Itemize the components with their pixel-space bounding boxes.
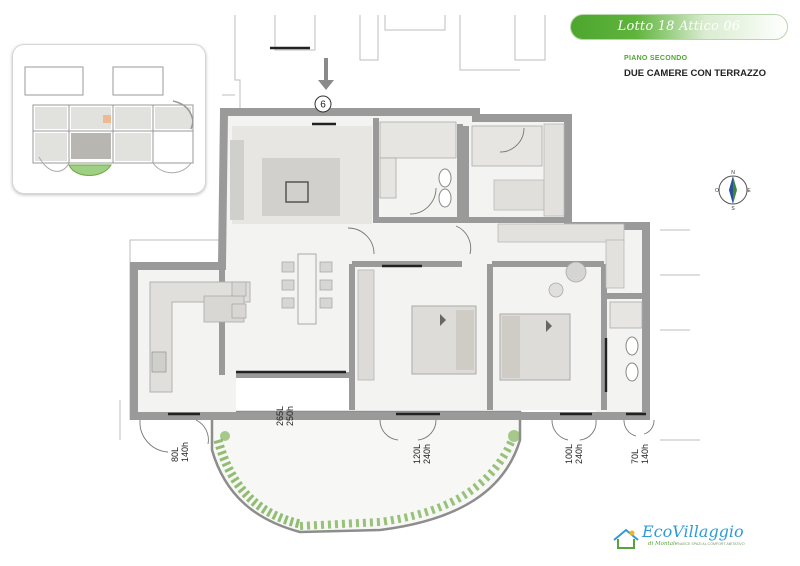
bathroom-1 [379,121,457,208]
opening-width-label: 100L [564,444,574,464]
opening-width-label: 265L [275,406,285,426]
opening-width-label: 80L [170,447,180,462]
compass-south: S [731,206,735,212]
opening-height-label: 140h [640,444,650,464]
compass-east: E [747,188,751,194]
surrounding-building-lines [119,15,700,441]
compass-west: O [715,188,719,194]
opening-height-label: 250h [285,406,295,426]
terrace [210,410,522,534]
opening-height-label: 240h [574,444,584,464]
north-arrow-icon: N E S O [715,170,751,212]
brand-name: EcoVillaggio [642,522,744,541]
windows [168,46,646,416]
entrance-number: 6 [320,100,326,111]
brand-logo: EcoVillaggio di Montale NASCE SPAZI AL C… [612,522,762,554]
key-plan-thumbnail [12,44,206,194]
opening-height-label: 140h [180,442,190,462]
house-icon [613,528,639,549]
bathroom-2 [471,123,565,217]
entrance-marker: 6 [314,58,334,113]
brand-tagline: NASCE SPAZI AL COMFORT ABITATIVO [678,542,745,546]
bathroom-3 [609,301,643,382]
doors [139,127,655,453]
living-room [230,126,372,325]
opening-width-label: 70L [630,449,640,464]
bedroom-2 [497,223,625,381]
kitchen [149,281,251,393]
lot-label: Lotto 18 Attico 06 [617,19,741,34]
opening-height-label: 240h [422,444,432,464]
bedroom-1 [357,269,477,381]
opening-width-label: 120L [412,444,422,464]
compass-north: N [731,170,735,176]
floor-label: PIANO SECONDO [624,55,688,62]
apartment-type-label: DUE CAMERE CON TERRAZZO [624,68,766,79]
brand-location: di Montale [648,541,679,547]
lot-banner: Lotto 18 Attico 06 [570,14,788,40]
opening-labels: 265L 250h 80L 140h 120L 240h 100L 240h 7… [170,406,650,464]
